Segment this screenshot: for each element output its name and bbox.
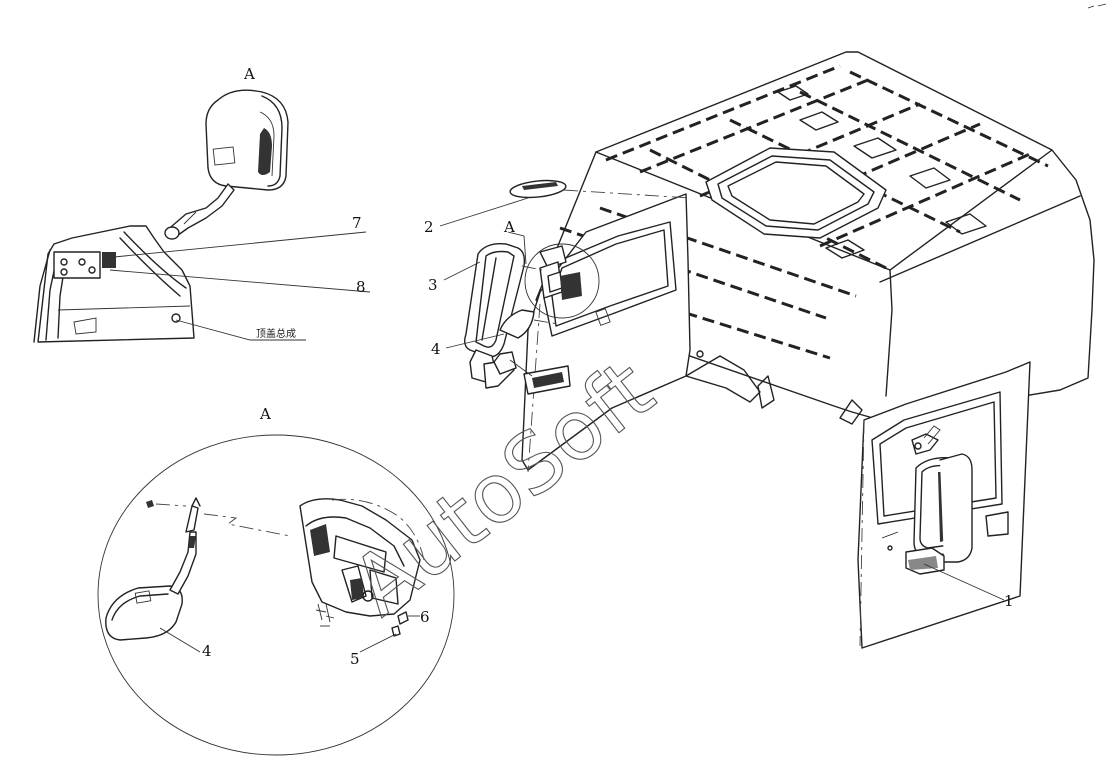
leader-7: [103, 231, 367, 259]
mirror-arm-detail: [164, 183, 235, 240]
assembly-centerlines: [521, 189, 691, 325]
detail-a-circle-label: A: [259, 405, 271, 423]
part-number-8: 8: [356, 278, 366, 296]
roof-plates: [777, 85, 987, 259]
callout-a-label: A: [503, 218, 515, 236]
detail-a-circle: A: [97, 405, 455, 756]
left-mirror: [463, 243, 526, 389]
watermark-text: AutoSoft: [335, 342, 671, 634]
fasteners-5-6: [359, 611, 420, 653]
small-mirror-detail: [105, 497, 201, 641]
detail-note-roof-assembly: 顶盖总成: [256, 327, 296, 340]
leader-2: [439, 197, 529, 227]
screw-detail: [146, 500, 291, 537]
detail-a-top-label: A: [243, 65, 255, 83]
cab-assembly: A 2 3 4 1: [424, 51, 1095, 649]
detail-a-top: A: [33, 65, 371, 343]
leader-note: [175, 319, 306, 341]
detail-callout-circle: A: [503, 218, 600, 319]
sun-visor: [509, 179, 567, 199]
part-number-2: 2: [424, 218, 434, 236]
corner-mark: [1087, 3, 1107, 9]
cab-corner-detail: [33, 225, 195, 343]
part-number-4-main: 4: [431, 340, 441, 358]
leader-8: [109, 269, 371, 293]
leader-3: [443, 261, 481, 281]
part-number-5: 5: [350, 650, 360, 668]
part-number-6: 6: [420, 608, 430, 626]
mirror-head-detail: [205, 89, 289, 191]
small-mirror-main: [493, 309, 571, 395]
leader-1: [923, 563, 1005, 601]
part-number-3: 3: [428, 276, 438, 294]
mounting-bracket-detail: [299, 498, 425, 627]
leader-4-detail: [159, 627, 201, 653]
part-number-7: 7: [352, 214, 362, 232]
part-number-1: 1: [1004, 592, 1014, 610]
right-mirror: [905, 425, 973, 575]
part-number-4-detail: 4: [202, 642, 212, 660]
leader-4-main: [445, 333, 505, 349]
sunroof: [705, 147, 887, 239]
door-hinges: [539, 245, 582, 300]
